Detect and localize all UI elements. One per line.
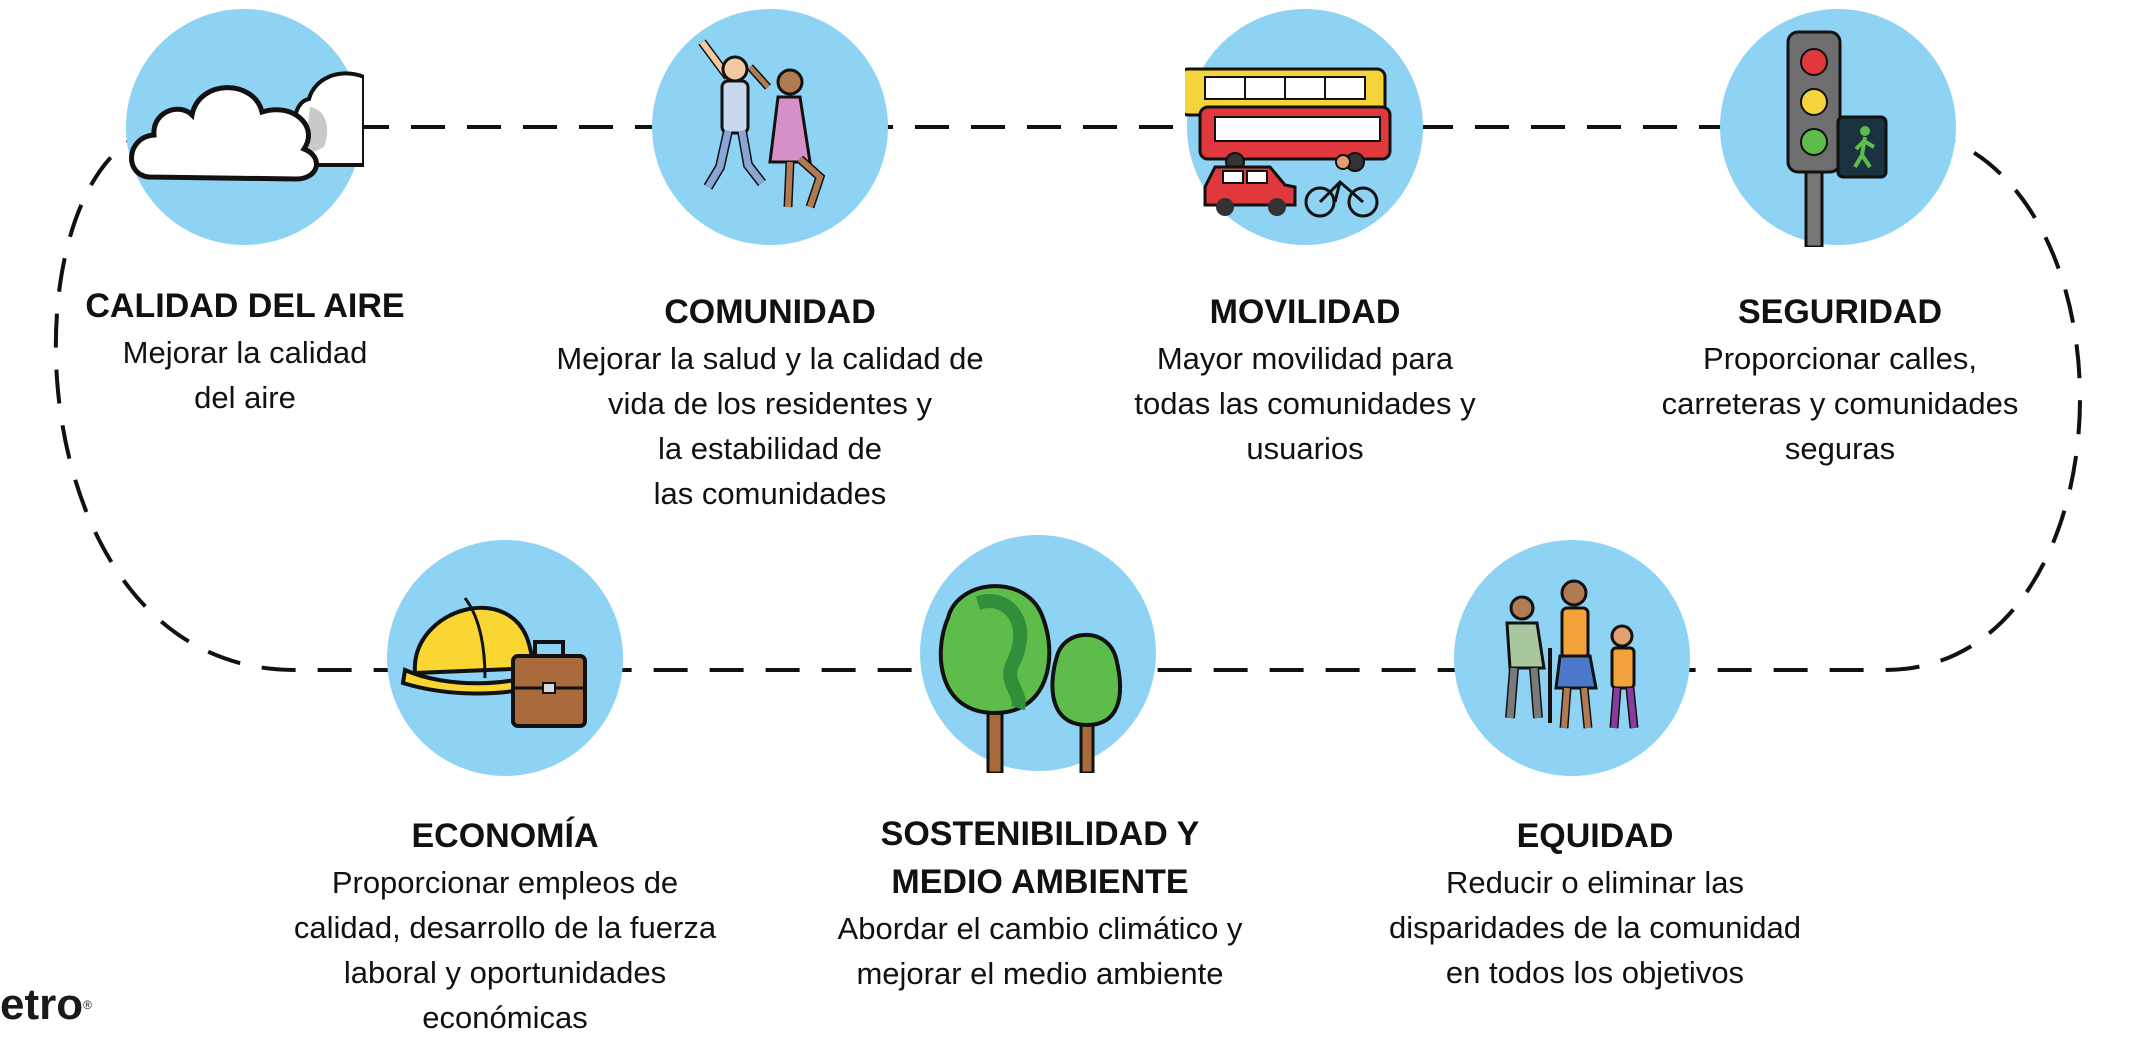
cloud-icon [126,9,366,245]
objective-title-line2: MEDIO AMBIENTE [891,863,1189,901]
objective-desc-line: Mejorar la calidad [122,335,368,370]
objective-title: SOSTENIBILIDAD Y [880,815,1200,853]
transit-vehicles-icon [1178,9,1423,245]
objective-desc-line: económicas [422,1000,588,1035]
objective-desc-line: Proporcionar empleos de [331,865,679,900]
objective-desc-line: vida de los residentes y [608,386,932,421]
objective-desc-line: laboral y oportunidades [343,955,667,990]
objective-desc-line: del aire [194,380,296,415]
brand-logo: etro® [0,980,92,1030]
economy-icon-badge [385,538,625,778]
caption-mobility: MOVILIDAD Mayor movilidad para todas las… [1105,288,1505,471]
objective-title: MOVILIDAD [1209,293,1401,331]
objective-desc-line: Mejorar la salud y la calidad de [556,341,984,376]
air-quality-icon-badge [124,7,366,247]
traffic-light-icon [1720,9,1956,249]
objective-title: CALIDAD DEL AIRE [85,287,405,325]
objective-desc-line: Reducir o eliminar las [1445,865,1745,900]
community-icon-badge [650,7,890,247]
mobility-icon-badge [1178,7,1425,247]
caption-air-quality: CALIDAD DEL AIRE Mejorar la calidad del … [80,282,410,420]
objective-desc-line: todas las comunidades y [1134,386,1476,421]
objective-desc-line: Abordar el cambio climático y [837,911,1243,946]
people-dancing-icon [652,9,888,245]
hardhat-briefcase-icon [387,540,623,776]
objective-desc-line: disparidades de la comunidad [1389,910,1801,945]
objective-desc-line: carreteras y comunidades [1661,386,2019,421]
trees-icon [920,535,1156,775]
objective-desc-line: calidad, desarrollo de la fuerza [293,910,717,945]
diverse-people-icon [1454,540,1690,776]
caption-sustainability: SOSTENIBILIDAD Y MEDIO AMBIENTE Abordar … [800,810,1280,996]
objective-desc-line: Mayor movilidad para [1156,341,1454,376]
objective-desc-line: las comunidades [653,476,887,511]
objective-title: EQUIDAD [1516,817,1674,855]
objective-title: COMUNIDAD [664,293,876,331]
logo-registered-mark: ® [83,998,92,1012]
objective-desc-line: la estabilidad de [657,431,883,466]
objective-desc-line: mejorar el medio ambiente [856,956,1224,991]
sustainability-icon-badge [918,533,1158,775]
caption-community: COMUNIDAD Mejorar la salud y la calidad … [520,288,1020,516]
safety-icon-badge [1718,7,1958,249]
caption-safety: SEGURIDAD Proporcionar calles, carretera… [1630,288,2050,471]
objective-desc-line: seguras [1784,431,1896,466]
caption-equity: EQUIDAD Reducir o eliminar las disparida… [1345,812,1845,995]
equity-icon-badge [1452,538,1692,778]
objective-title: ECONOMÍA [411,817,599,855]
objective-title: SEGURIDAD [1737,293,1943,331]
objective-desc-line: Proporcionar calles, [1703,341,1977,376]
caption-economy: ECONOMÍA Proporcionar empleos de calidad… [255,812,755,1040]
objective-desc-line: usuarios [1246,431,1364,466]
logo-text: etro [0,980,84,1029]
objective-desc-line: en todos los objetivos [1445,955,1745,990]
